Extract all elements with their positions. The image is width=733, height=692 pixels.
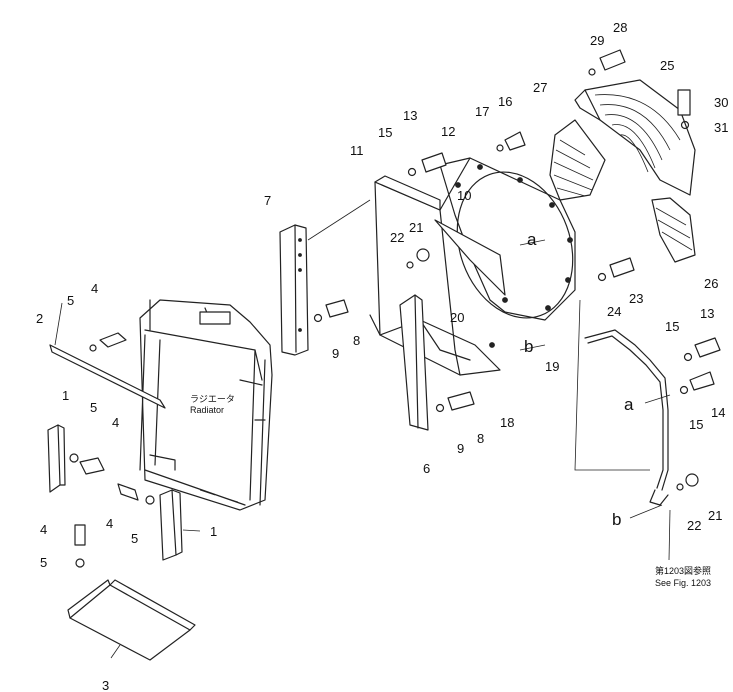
- callout-21: 21: [708, 508, 722, 523]
- callout-4: 4: [106, 516, 113, 531]
- callout-3: 3: [102, 678, 109, 692]
- callout-15: 15: [689, 417, 703, 432]
- callout-21: 21: [409, 220, 423, 235]
- ref-b-lower: b: [612, 510, 621, 529]
- callout-7: 7: [264, 193, 271, 208]
- radiator: ラジエータ Radiator: [139, 299, 273, 511]
- part-6-bracket: [399, 294, 429, 431]
- callout-4: 4: [40, 522, 47, 537]
- leader-lines: [54, 199, 671, 659]
- callout-numbers: 1 1 2 3 4 4 4 4 5 5 5 5 6 7 8 8 9 9 10 1…: [36, 20, 728, 692]
- part-2-bar: [49, 344, 166, 409]
- callout-13: 13: [403, 108, 417, 123]
- callout-5: 5: [67, 293, 74, 308]
- part-27-guard: [549, 119, 606, 201]
- part-3-bottom-guard: [67, 579, 196, 661]
- part-25-guard: [574, 79, 696, 196]
- callout-13: 13: [700, 306, 714, 321]
- callout-27: 27: [533, 80, 547, 95]
- callout-18: 18: [500, 415, 514, 430]
- ref-b-upper: b: [524, 337, 533, 356]
- callout-8: 8: [353, 333, 360, 348]
- part-26-guard: [651, 197, 696, 263]
- callout-1: 1: [62, 388, 69, 403]
- callout-9: 9: [457, 441, 464, 456]
- callout-5: 5: [40, 555, 47, 570]
- callout-17: 17: [475, 104, 489, 119]
- fasteners: [69, 49, 721, 568]
- callout-4: 4: [112, 415, 119, 430]
- callout-25: 25: [660, 58, 674, 73]
- callout-22: 22: [390, 230, 404, 245]
- callout-11: 11: [350, 143, 364, 158]
- callout-31: 31: [714, 120, 728, 135]
- callout-26: 26: [704, 276, 718, 291]
- callout-5: 5: [90, 400, 97, 415]
- callout-5: 5: [131, 531, 138, 546]
- callout-2: 2: [36, 311, 43, 326]
- callout-24: 24: [607, 304, 621, 319]
- ref-a-lower: a: [624, 395, 634, 414]
- callout-6: 6: [423, 461, 430, 476]
- callout-29: 29: [590, 33, 604, 48]
- callout-9: 9: [332, 346, 339, 361]
- callout-14: 14: [711, 405, 725, 420]
- part-7-bracket: [279, 224, 309, 356]
- callout-20: 20: [450, 310, 464, 325]
- tube-assembly: [584, 329, 669, 506]
- ref-a-upper: a: [527, 230, 537, 249]
- callout-22: 22: [687, 518, 701, 533]
- part-1-bracket-left: [47, 424, 66, 493]
- callout-4: 4: [91, 281, 98, 296]
- callout-15: 15: [378, 125, 392, 140]
- radiator-label-jp: ラジエータ: [190, 394, 235, 404]
- callout-30: 30: [714, 95, 728, 110]
- callout-19: 19: [545, 359, 559, 374]
- radiator-label-en: Radiator: [190, 405, 224, 415]
- callout-1: 1: [210, 524, 217, 539]
- callout-12: 12: [441, 124, 455, 139]
- callout-23: 23: [629, 291, 643, 306]
- see-fig-note-en: See Fig. 1203: [655, 578, 711, 588]
- callout-28: 28: [613, 20, 627, 35]
- callout-10: 10: [457, 188, 471, 203]
- part-1-bracket-right: [159, 489, 183, 561]
- callout-15: 15: [665, 319, 679, 334]
- fan-shroud: [369, 157, 576, 376]
- callout-8: 8: [477, 431, 484, 446]
- callout-16: 16: [498, 94, 512, 109]
- see-fig-note-jp: 第1203図参照: [655, 565, 711, 576]
